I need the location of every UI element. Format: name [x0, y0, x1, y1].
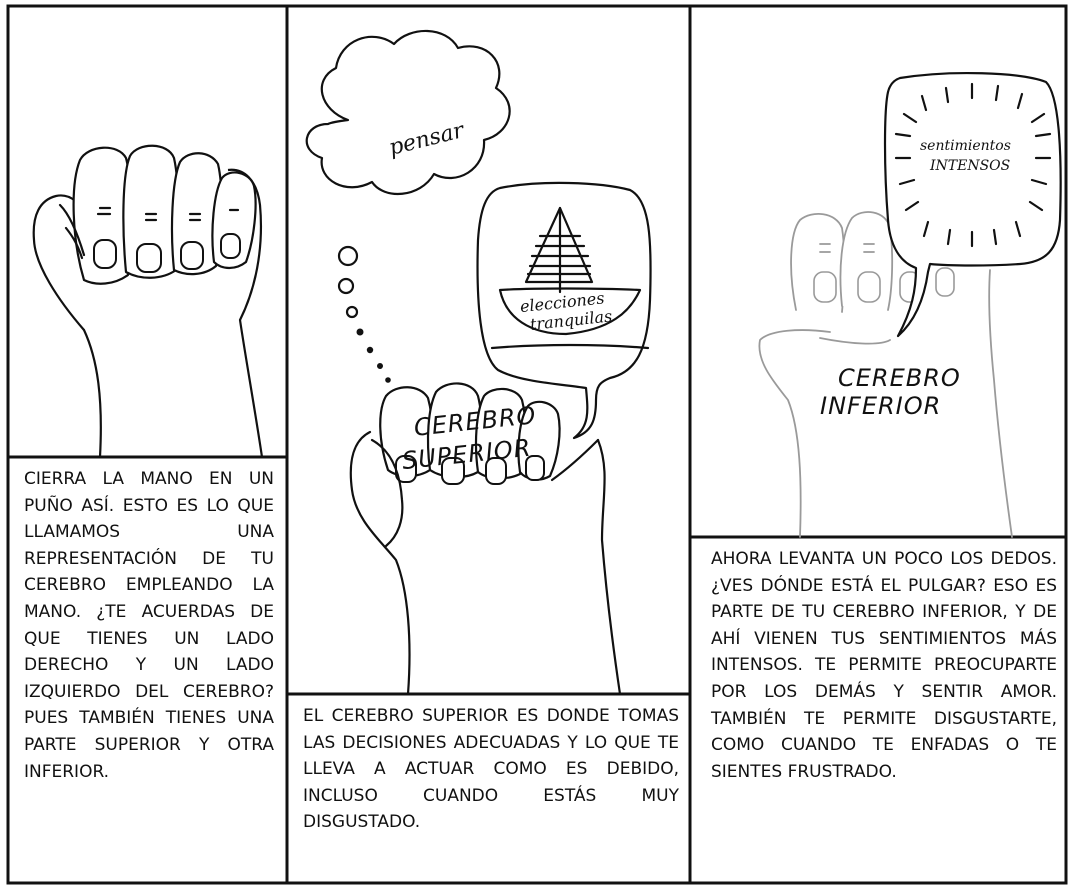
- speech-bubble-3-line1: sentimientos: [920, 138, 1011, 154]
- speech-bubble-3-line2: INTENSOS: [929, 158, 1010, 174]
- panel-3-caption: Ahora levanta un poco los dedos. ¿Ves dó…: [711, 549, 1057, 782]
- panel-2-caption: El cerebro superior es donde tomas las d…: [303, 706, 679, 833]
- hand-label-3-line1: CEREBRO: [838, 364, 961, 392]
- panel-1-caption: Cierra la mano en un puño así. Esto es l…: [24, 469, 274, 782]
- panel-3-illustration: [758, 71, 1062, 538]
- speech-bubble-boat: [476, 181, 652, 440]
- hand-label-3-line2: INFERIOR: [820, 392, 941, 420]
- thought-cloud: [305, 29, 511, 195]
- panel-2-illustration: [305, 29, 652, 696]
- speech-bubble-rays: [883, 71, 1062, 338]
- panel-1-fist-illustration: [32, 144, 264, 459]
- panel-borders: [6, 4, 1068, 885]
